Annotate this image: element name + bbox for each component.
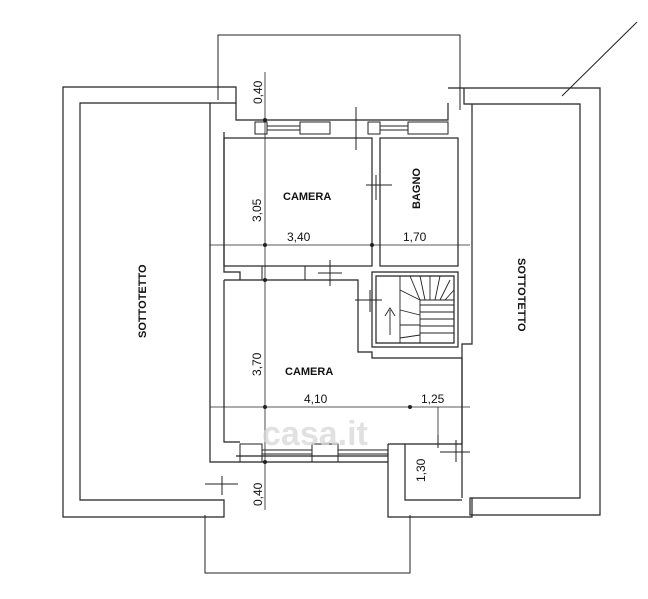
dim-top-balcony: 0,40 <box>251 80 265 104</box>
top-balcony <box>217 34 461 110</box>
room-label-sottotetto-right: SOTTOTETTO <box>515 258 527 332</box>
staircase <box>384 275 455 343</box>
dim-bagno-width: 1,70 <box>403 230 427 244</box>
dim-camera-bottom-width: 4,10 <box>304 392 328 406</box>
central-walls <box>209 103 473 518</box>
dimension-lines <box>210 72 470 510</box>
bottom-balcony <box>204 515 411 574</box>
dim-small-room-height: 1,30 <box>414 458 428 482</box>
dim-bottom-balcony: 0,40 <box>251 482 265 506</box>
right-attic-walls <box>448 87 601 516</box>
left-attic-walls <box>62 86 237 518</box>
room-label-camera-top: CAMERA <box>283 191 331 203</box>
room-label-camera-bottom: CAMERA <box>285 366 333 378</box>
bottom-windows <box>205 443 388 495</box>
room-label-sottotetto-left: SOTTOTETTO <box>137 264 149 338</box>
watermark: casa.it <box>262 415 368 453</box>
dim-camera-top-width: 3,40 <box>287 230 311 244</box>
top-windows <box>254 121 449 135</box>
dim-camera-top-height: 3,05 <box>250 198 264 222</box>
leader-line <box>561 21 638 97</box>
room-label-bagno: BAGNO <box>411 168 423 209</box>
dim-camera-bottom-height: 3,70 <box>250 352 264 376</box>
door-marks <box>261 107 470 462</box>
dim-stair-landing-width: 1,25 <box>421 392 445 406</box>
